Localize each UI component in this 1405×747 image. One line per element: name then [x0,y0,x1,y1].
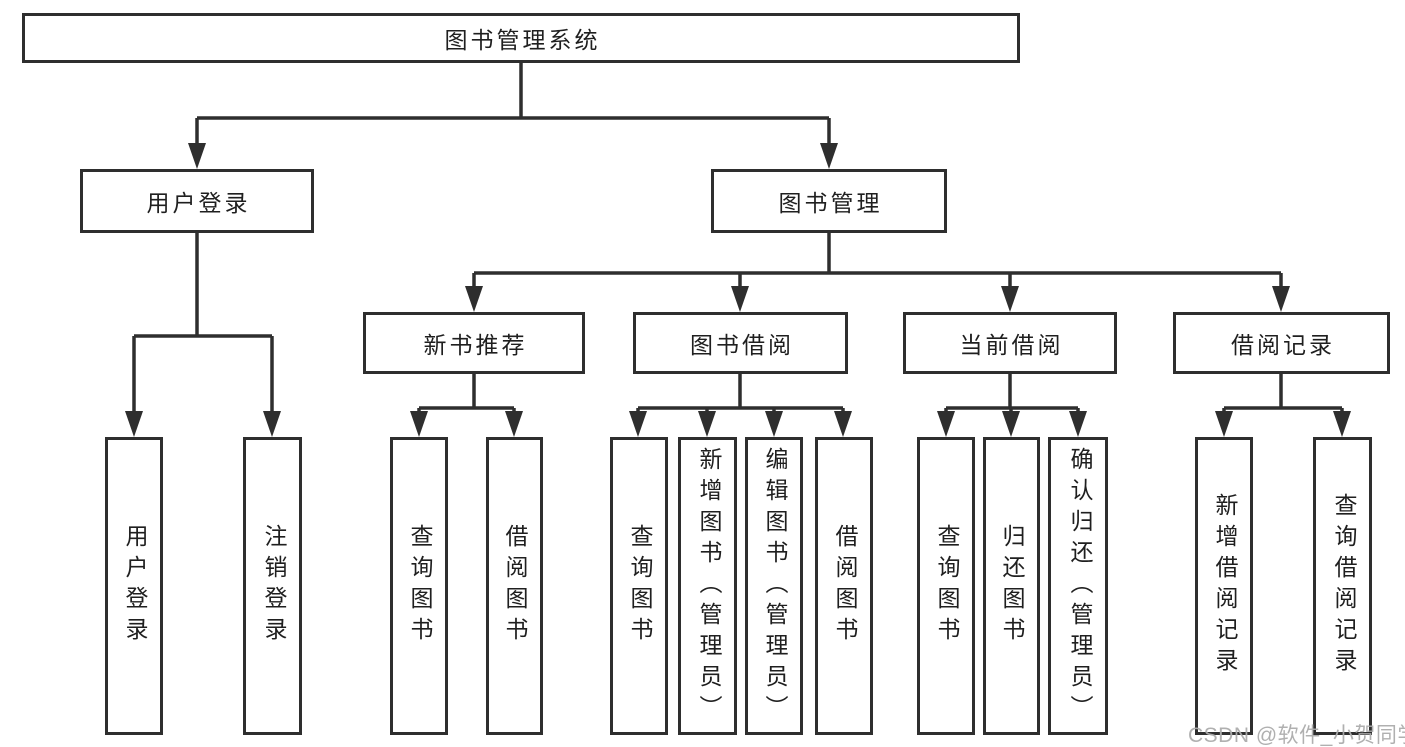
arrowhead-leaf-query-books-2 [629,411,647,437]
arrowhead-leaf-borrow-books-1 [505,411,523,437]
arrowhead-leaf-borrow-books-2 [834,411,852,437]
leaf-logout: 注销登录 [243,437,302,735]
connector-root-to-level2 [195,63,831,148]
arrowhead-user-login [188,143,206,169]
arrowhead-leaf-query-borrow-record [1333,411,1351,437]
arrowhead-book-management [820,143,838,169]
node-book-borrow: 图书借阅 [633,312,848,374]
arrowhead-leaf-add-book [698,411,716,437]
node-library-system: 图书管理系统 [22,13,1020,63]
connector-user-login-children [132,233,274,414]
arrowhead-new-book-recommend [465,286,483,312]
connector-borrow-records-children [1222,374,1344,413]
leaf-edit-book-admin: 编辑图书（管理员） [745,437,803,735]
leaf-return-book: 归还图书 [983,437,1040,735]
arrowhead-borrow-records [1272,286,1290,312]
leaf-confirm-return-admin: 确认归还（管理员） [1048,437,1108,735]
arrowhead-leaf-user-login [125,411,143,437]
arrowhead-leaf-edit-book [765,411,783,437]
leaf-query-borrow-record: 查询借阅记录 [1313,437,1372,735]
arrowhead-leaf-logout [263,411,281,437]
arrowhead-book-borrow [731,286,749,312]
connector-book-management-children [472,233,1283,290]
node-borrow-records: 借阅记录 [1173,312,1390,374]
arrowhead-leaf-confirm-return [1069,411,1087,437]
node-book-management: 图书管理 [711,169,947,233]
leaf-borrow-books-1: 借阅图书 [486,437,543,735]
arrowhead-leaf-query-books-3 [937,411,955,437]
node-user-login: 用户登录 [80,169,314,233]
node-current-borrow: 当前借阅 [903,312,1117,374]
arrowhead-leaf-query-books-1 [410,411,428,437]
leaf-borrow-books-2: 借阅图书 [815,437,873,735]
connector-current-borrow-children [944,374,1080,413]
leaf-add-book-admin: 新增图书（管理员） [678,437,737,735]
csdn-watermark: CSDN @软件_小贺同学 [1188,724,1405,747]
connector-new-book-recommend-children [417,374,516,413]
leaf-query-books-1: 查询图书 [390,437,448,735]
leaf-query-books-2: 查询图书 [610,437,668,735]
arrowhead-current-borrow [1001,286,1019,312]
connector-book-borrow-children [636,374,845,413]
arrowhead-leaf-return-book [1002,411,1020,437]
leaf-user-login: 用户登录 [105,437,163,735]
node-new-book-recommend: 新书推荐 [363,312,585,374]
arrowhead-leaf-add-borrow-record [1215,411,1233,437]
leaf-add-borrow-record: 新增借阅记录 [1195,437,1253,735]
leaf-query-books-3: 查询图书 [917,437,975,735]
